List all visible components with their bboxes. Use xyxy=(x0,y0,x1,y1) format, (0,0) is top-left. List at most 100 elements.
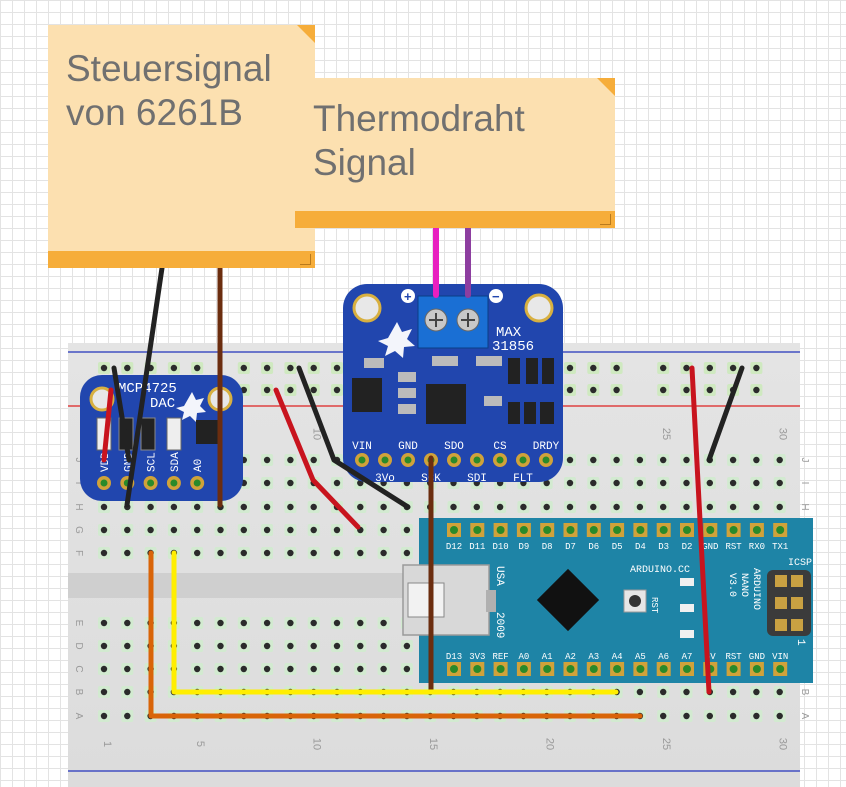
breadboard-hole xyxy=(331,524,343,536)
icsp-pin xyxy=(791,597,803,609)
wires xyxy=(101,225,745,719)
breadboard-hole xyxy=(121,663,134,675)
icsp-pin xyxy=(791,575,803,587)
component xyxy=(140,417,156,451)
nano-pin-label: RST xyxy=(725,542,742,552)
note-control-signal-text: Steuersignal von 6261B xyxy=(66,48,272,133)
breadboard-hole xyxy=(773,686,786,698)
component xyxy=(398,404,416,414)
nano-pin-label: A0 xyxy=(518,652,529,662)
reset-button-cap xyxy=(629,595,641,607)
note-bar xyxy=(48,251,315,268)
breadboard-hole xyxy=(261,501,274,513)
max31856-pin-label: FLT xyxy=(513,473,533,485)
breadboard-hole xyxy=(750,686,763,698)
row-label: B xyxy=(73,689,84,696)
breadboard-hole xyxy=(680,454,693,466)
breadboard-hole xyxy=(284,617,297,629)
nano-pin-label: A6 xyxy=(658,652,669,662)
nano-pin-label: VIN xyxy=(772,652,788,662)
breadboard-hole xyxy=(377,663,390,675)
breadboard-hole xyxy=(773,454,786,466)
icsp-label: ICSP xyxy=(788,558,812,569)
column-number: 30 xyxy=(777,738,789,750)
breadboard-hole xyxy=(121,617,134,629)
breadboard-hole xyxy=(214,663,227,675)
breadboard-hole xyxy=(750,477,763,489)
plus-sign: + xyxy=(404,289,412,304)
breadboard-hole xyxy=(331,547,343,559)
breadboard-hole xyxy=(727,686,740,698)
mcp4725-pin-label: SDA xyxy=(170,452,182,472)
rail-hole xyxy=(610,384,623,396)
nano-pin-label: D12 xyxy=(446,542,462,552)
breadboard-hole xyxy=(144,501,157,513)
breadboard-hole xyxy=(121,640,134,652)
breadboard-hole xyxy=(587,477,600,489)
breadboard-hole xyxy=(261,617,274,629)
icsp-pins xyxy=(775,575,803,631)
rail-hole xyxy=(657,384,670,396)
max31856-pin-label: GND xyxy=(398,441,418,453)
rail-hole xyxy=(331,362,343,374)
row-label: I xyxy=(799,482,810,485)
note-thermo-signal: Thermodraht Signal xyxy=(295,78,615,228)
breadboard-hole xyxy=(727,501,740,513)
breadboard-hole xyxy=(680,477,693,489)
row-label: H xyxy=(799,503,810,510)
rail-hole xyxy=(587,384,600,396)
rail-hole xyxy=(727,362,740,374)
rail-hole xyxy=(167,362,180,374)
breadboard-hole xyxy=(494,501,507,513)
breadboard-hole xyxy=(703,501,716,513)
note-control-signal: Steuersignal von 6261B xyxy=(48,25,315,268)
nano-pin-label: D9 xyxy=(518,542,529,552)
breadboard-hole xyxy=(284,524,297,536)
column-number: 15 xyxy=(427,738,439,750)
breadboard-hole xyxy=(400,547,413,559)
breadboard-hole xyxy=(587,501,600,513)
breadboard-hole xyxy=(587,454,600,466)
nano-pin-label: D10 xyxy=(492,542,508,552)
breadboard-hole xyxy=(680,710,693,722)
column-number: 10 xyxy=(311,428,323,440)
led xyxy=(680,604,694,612)
rail-hole xyxy=(261,362,274,374)
component xyxy=(352,378,382,412)
rail-hole xyxy=(680,362,693,374)
led xyxy=(680,630,694,638)
breadboard-hole xyxy=(307,501,320,513)
breadboard-hole xyxy=(121,524,134,536)
max31856-pin-label: CS xyxy=(493,441,507,453)
rail-hole xyxy=(587,362,600,374)
wire-orange-scl xyxy=(148,550,643,719)
rail-hole xyxy=(284,362,297,374)
nano-pin-label: D6 xyxy=(588,542,599,552)
breadboard-hole xyxy=(214,547,227,559)
breadboard-hole xyxy=(703,477,716,489)
icsp-pin xyxy=(775,597,787,609)
breadboard-hole xyxy=(773,501,786,513)
wire-red-mcp-vdd xyxy=(101,387,114,463)
breadboard-hole xyxy=(261,477,274,489)
note-thermo-signal-text: Thermodraht Signal xyxy=(313,98,525,183)
breadboard-hole xyxy=(657,501,670,513)
usa-label: USA xyxy=(493,566,505,586)
nano-pin-label: A4 xyxy=(612,652,623,662)
breadboard-hole xyxy=(657,477,670,489)
breadboard-hole xyxy=(121,710,134,722)
row-label: F xyxy=(73,550,84,556)
breadboard-hole xyxy=(377,640,390,652)
usb-port xyxy=(407,582,445,618)
icsp-pin-one-label: 1 xyxy=(794,639,806,646)
breadboard-hole xyxy=(237,501,250,513)
rail-hole xyxy=(750,362,763,374)
component xyxy=(484,396,502,406)
icsp-pin xyxy=(791,619,803,631)
breadboard-hole xyxy=(377,524,390,536)
wire-black-gnd xyxy=(296,365,411,510)
column-number: 10 xyxy=(311,738,323,750)
mcp4725-pin-label: SCL xyxy=(147,452,159,472)
